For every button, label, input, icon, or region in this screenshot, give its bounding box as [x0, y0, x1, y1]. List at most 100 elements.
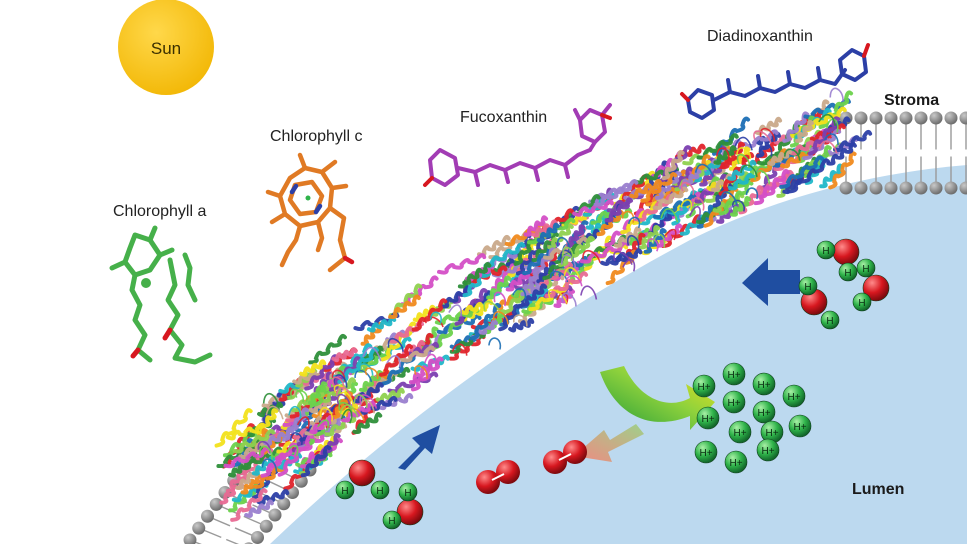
- svg-text:H: H: [844, 268, 851, 279]
- protein-helix: [378, 343, 414, 377]
- protein-helix: [214, 408, 253, 448]
- protein-helix: [437, 253, 487, 275]
- protein-loop: [680, 199, 693, 211]
- protein-loop: [340, 408, 353, 424]
- svg-text:H+: H+: [727, 370, 740, 381]
- protein-helix: [520, 283, 548, 307]
- lipid-head: [259, 519, 273, 533]
- protein-helix: [439, 285, 472, 309]
- protein-loop: [317, 419, 330, 432]
- protein-helix: [308, 333, 347, 365]
- hydrogen-atom: H: [382, 510, 402, 530]
- protein-helix: [366, 315, 397, 333]
- oxygen-molecule: [476, 460, 520, 494]
- protein-helix: [257, 402, 284, 418]
- protein-helix: [640, 172, 678, 203]
- lipid-head: [944, 111, 958, 125]
- hydrogen-atom: H: [838, 262, 858, 282]
- protein-helix: [833, 129, 873, 152]
- protein-loop: [387, 337, 404, 352]
- protein-loop: [561, 292, 577, 307]
- protein-helix: [779, 155, 824, 189]
- protein-helix: [539, 261, 574, 286]
- protein-loop: [386, 355, 401, 368]
- protein-loop: [818, 113, 837, 126]
- protein-helix: [515, 239, 545, 276]
- protein-helix: [300, 445, 332, 478]
- protein-helix: [469, 303, 502, 341]
- protein-helix: [240, 446, 283, 470]
- svg-text:H: H: [822, 246, 829, 257]
- protein-loop: [358, 363, 374, 376]
- protein-helix: [593, 179, 639, 207]
- protein-loop: [556, 268, 572, 280]
- protein-loop: [359, 394, 378, 409]
- protein-loop: [286, 444, 299, 457]
- protein-loop: [692, 196, 705, 211]
- hydrogen-atom: H: [856, 258, 876, 278]
- protein-helix: [309, 415, 335, 435]
- protein-helix: [782, 111, 810, 143]
- oxygen-molecule: [543, 440, 587, 474]
- protein-helix: [558, 235, 595, 267]
- protein-helix: [223, 446, 272, 469]
- protein-helix: [757, 169, 790, 199]
- protein-loop: [627, 216, 641, 229]
- protein-helix: [462, 262, 492, 286]
- protein-helix: [337, 347, 379, 384]
- protein-helix: [654, 171, 682, 200]
- protein-helix: [375, 387, 405, 403]
- protein-loop: [358, 399, 375, 414]
- protein-loop: [563, 266, 581, 281]
- protein-loop: [564, 275, 583, 287]
- psii-protein-complex: [214, 87, 873, 522]
- protein-loop: [513, 314, 528, 327]
- chlorophyll-c-label: Chlorophyll c: [270, 128, 362, 145]
- protein-helix: [483, 242, 526, 268]
- protein-helix: [332, 391, 353, 419]
- svg-text:H: H: [376, 486, 383, 497]
- protein-loop: [290, 388, 304, 403]
- proton-gradient-arrow: [600, 366, 715, 430]
- hydrogen-atom: H: [816, 240, 836, 260]
- protein-loop: [339, 404, 359, 418]
- protein-loop: [621, 210, 635, 223]
- svg-text:H+: H+: [729, 458, 742, 469]
- protein-helix: [674, 143, 706, 160]
- protein-helix: [696, 133, 739, 160]
- lumen-label: Lumen: [852, 481, 904, 498]
- protein-loop: [560, 254, 577, 269]
- svg-text:H+: H+: [787, 392, 800, 403]
- protein-loop: [547, 289, 568, 304]
- protein-helix: [536, 222, 560, 243]
- protein-loop: [582, 249, 601, 263]
- lipid-head: [899, 181, 913, 195]
- protein-loop: [740, 164, 758, 178]
- protein-loop: [265, 405, 284, 420]
- protein-loop: [758, 145, 773, 157]
- protein-helix: [256, 489, 290, 506]
- lipid-head: [183, 533, 197, 544]
- protein-helix: [256, 408, 279, 435]
- lipid-head: [251, 531, 264, 544]
- protein-helix: [729, 195, 752, 217]
- chlorophyll-a-label: Chlorophyll a: [113, 203, 206, 220]
- protein-helix: [713, 145, 737, 165]
- protein-loop: [258, 445, 273, 460]
- proton: H+: [696, 406, 720, 430]
- svg-text:H: H: [858, 298, 865, 309]
- protein-loop: [493, 291, 507, 307]
- protein-helix: [728, 146, 751, 171]
- protein-loop: [488, 337, 502, 350]
- hydrogen-atom: H: [398, 482, 418, 502]
- svg-text:H+: H+: [765, 428, 778, 439]
- protein-loop: [660, 208, 679, 223]
- svg-text:H: H: [341, 486, 348, 497]
- protein-helix: [566, 224, 586, 248]
- protein-helix: [604, 208, 645, 247]
- protein-loop: [448, 304, 462, 317]
- protein-loop: [627, 235, 640, 250]
- protein-loop: [784, 148, 801, 161]
- protein-loop: [734, 136, 753, 151]
